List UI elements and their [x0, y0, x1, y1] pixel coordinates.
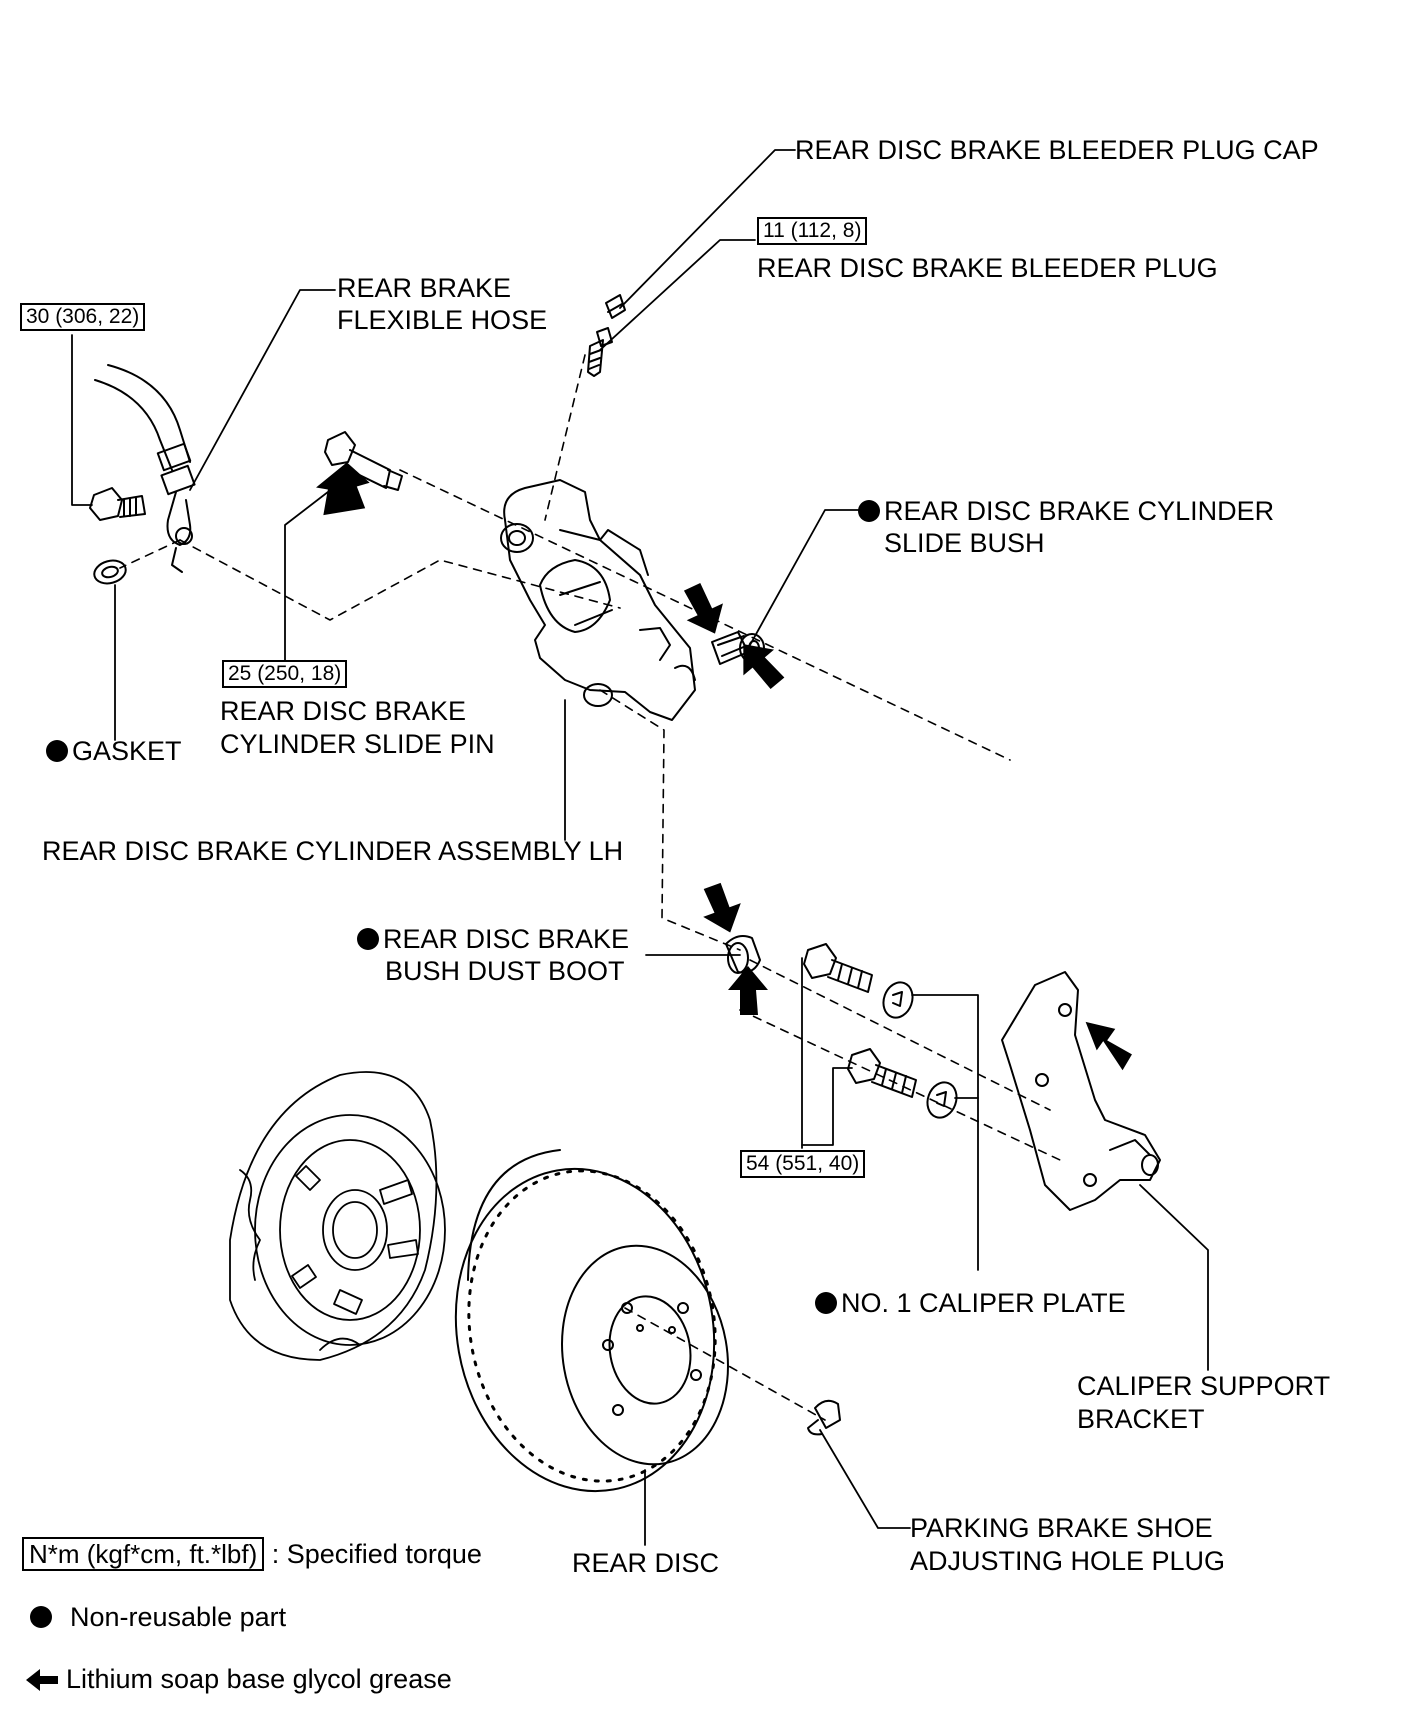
label-hole-plug-line1: PARKING BRAKE SHOE [910, 1513, 1213, 1543]
label-slide-bush-line2: SLIDE BUSH [884, 528, 1045, 558]
leader-lines [71, 149, 1209, 1546]
rear-brake-flexible-hose [94, 364, 196, 573]
torque-bleeder-plug: 11 (112, 8) [757, 217, 868, 245]
caliper-plate-lower [926, 1081, 958, 1119]
grease-arrow-icon [26, 1669, 58, 1691]
torque-slide-pin: 25 (250, 18) [222, 660, 348, 688]
bracket-bolt-lower [847, 1048, 917, 1098]
bleeder-plug [587, 327, 613, 377]
grease-arrow-icon [703, 882, 741, 933]
label-hole-plug-line2: ADJUSTING HOLE PLUG [910, 1546, 1226, 1576]
legend-grease: Lithium soap base glycol grease [26, 1663, 452, 1695]
label-rear-disc: REAR DISC [572, 1548, 720, 1578]
axle-hub-backing-plate [229, 1071, 446, 1361]
non-reusable-dot-icon [858, 500, 880, 522]
label-flexible-hose-line1: REAR BRAKE [337, 273, 512, 303]
label-gasket: GASKET [46, 735, 182, 767]
non-reusable-dot-icon [815, 1292, 837, 1314]
caliper-support-bracket [1001, 971, 1161, 1211]
legend-torque: N*m (kgf*cm, ft.*lbf) : Specified torque [22, 1537, 482, 1571]
label-dust-boot-line2: BUSH DUST BOOT [385, 956, 625, 986]
label-slide-pin-line1: REAR DISC BRAKE [220, 696, 467, 726]
rear-disc-brake-cylinder-assembly [500, 479, 696, 721]
label-dust-boot-line1: REAR DISC BRAKE [357, 923, 629, 955]
non-reusable-dot-icon [30, 1606, 52, 1628]
label-flexible-hose-line2: FLEXIBLE HOSE [337, 305, 548, 335]
label-support-bracket-line1: CALIPER SUPPORT [1077, 1371, 1331, 1401]
label-caliper-plate: NO. 1 CALIPER PLATE [815, 1287, 1126, 1319]
label-slide-bush-line1: REAR DISC BRAKE CYLINDER [858, 495, 1274, 527]
torque-bracket-bolts: 54 (551, 40) [740, 1150, 866, 1178]
label-slide-pin-line2: CYLINDER SLIDE PIN [220, 729, 495, 759]
non-reusable-dot-icon [46, 740, 68, 762]
label-bleeder-plug: REAR DISC BRAKE BLEEDER PLUG [757, 253, 1218, 283]
grease-arrow-icon [1085, 1021, 1132, 1071]
cylinder-slide-pin [324, 431, 403, 491]
non-reusable-dot-icon [357, 928, 379, 950]
torque-hose-bolt: 30 (306, 22) [20, 303, 146, 331]
caliper-plate-upper [882, 981, 914, 1019]
label-support-bracket-line2: BRACKET [1077, 1404, 1205, 1434]
grease-arrow-icons [316, 462, 1132, 1071]
bleeder-plug-cap [605, 294, 626, 319]
grease-arrow-icon [683, 583, 723, 634]
legend-torque-unit-box: N*m (kgf*cm, ft.*lbf) [22, 1537, 265, 1571]
label-bleeder-plug-cap: REAR DISC BRAKE BLEEDER PLUG CAP [795, 135, 1319, 165]
grease-arrow-icon [316, 462, 370, 516]
rear-disc [454, 1149, 729, 1493]
adjusting-hole-plug [807, 1399, 841, 1436]
grease-arrow-icon [728, 966, 768, 1015]
gasket [93, 559, 127, 585]
label-cylinder-assembly: REAR DISC BRAKE CYLINDER ASSEMBLY LH [42, 836, 624, 866]
grease-arrow-icon [743, 644, 785, 690]
bush-dust-boot [725, 935, 761, 974]
legend-non-reusable: Non-reusable part [30, 1601, 286, 1633]
legend-torque-text: : Specified torque [271, 1539, 482, 1569]
bracket-bolt-upper [803, 943, 873, 993]
union-bolt [89, 487, 146, 521]
